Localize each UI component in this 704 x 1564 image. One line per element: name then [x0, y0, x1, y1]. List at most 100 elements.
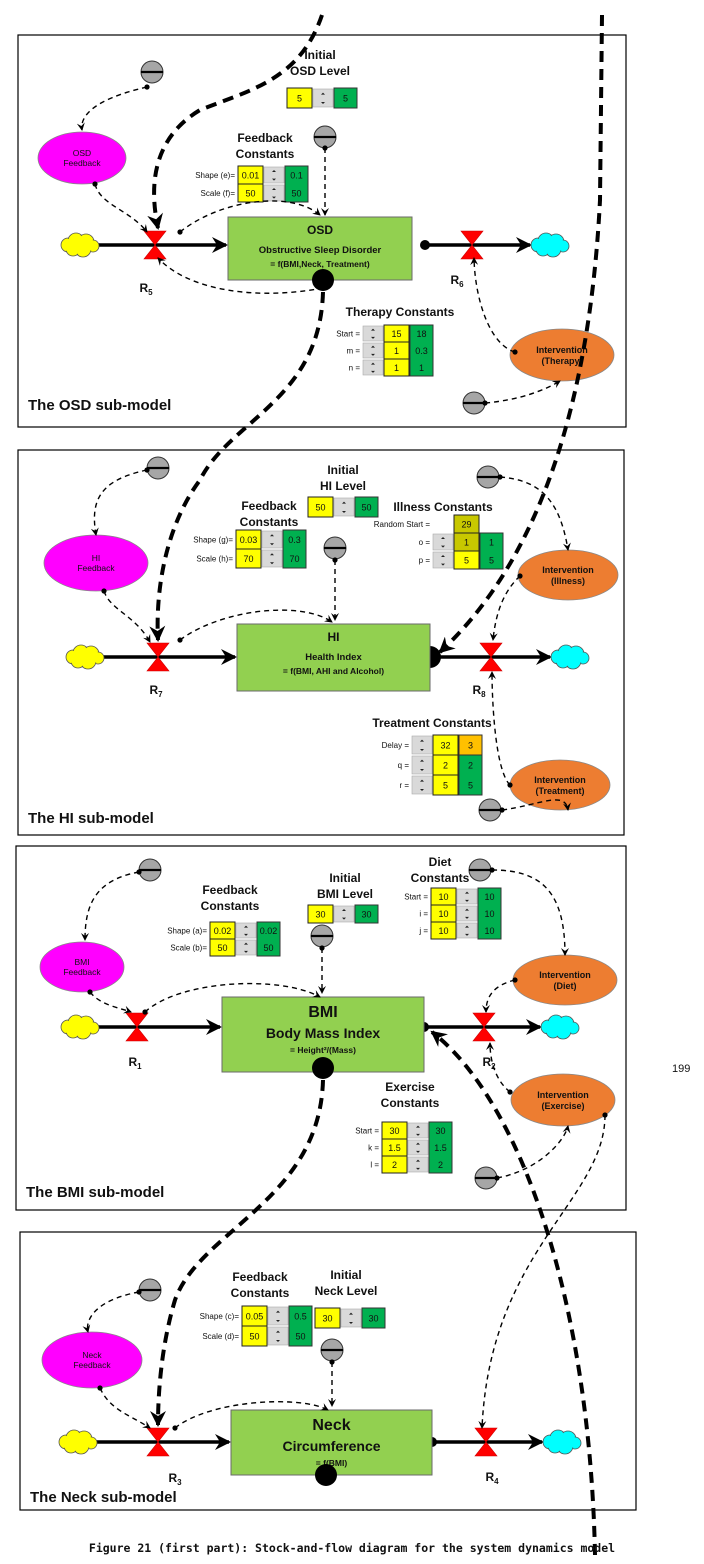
spinner[interactable]: [456, 905, 478, 922]
spinner-box[interactable]: [267, 1326, 289, 1346]
spinner-up-icon[interactable]: [441, 536, 445, 539]
spinner[interactable]: [340, 1308, 362, 1328]
spinner[interactable]: [267, 1326, 289, 1346]
spinner-up-icon[interactable]: [276, 1310, 280, 1313]
input-value-cell[interactable]: [237, 183, 264, 203]
spinner-down-icon[interactable]: [272, 178, 276, 181]
spinner[interactable]: [362, 325, 384, 342]
intervention-node[interactable]: [509, 328, 615, 382]
spinner-up-icon[interactable]: [465, 908, 469, 911]
spinner-box[interactable]: [407, 1139, 429, 1156]
spinner-up-icon[interactable]: [371, 328, 375, 331]
spinner[interactable]: [263, 184, 285, 202]
spinner-down-icon[interactable]: [416, 1133, 420, 1136]
spinner-box[interactable]: [456, 905, 478, 922]
spinner-box[interactable]: [362, 359, 384, 376]
spinner-box[interactable]: [333, 497, 355, 517]
spinner-up-icon[interactable]: [342, 501, 346, 504]
spinner-box[interactable]: [362, 342, 384, 359]
spinner[interactable]: [362, 359, 384, 376]
spinner[interactable]: [362, 342, 384, 359]
spinner[interactable]: [333, 905, 355, 923]
spinner-down-icon[interactable]: [420, 749, 424, 751]
spinner[interactable]: [261, 549, 283, 568]
spinner[interactable]: [407, 1139, 429, 1156]
spinner-down-icon[interactable]: [465, 899, 469, 902]
spinner-down-icon[interactable]: [371, 353, 375, 356]
intervention-node[interactable]: [517, 549, 619, 601]
spinner[interactable]: [312, 88, 334, 108]
spinner-down-icon[interactable]: [420, 769, 424, 771]
input-value-cell[interactable]: [307, 496, 334, 518]
spinner-up-icon[interactable]: [371, 345, 375, 348]
spinner[interactable]: [456, 888, 478, 905]
spinner-down-icon[interactable]: [349, 1322, 353, 1324]
spinner-up-icon[interactable]: [371, 362, 375, 365]
spinner-down-icon[interactable]: [244, 933, 248, 936]
spinner-box[interactable]: [362, 325, 384, 342]
spinner-up-icon[interactable]: [272, 169, 276, 172]
spinner-box[interactable]: [333, 905, 355, 923]
spinner[interactable]: [407, 1156, 429, 1173]
spinner[interactable]: [407, 1122, 429, 1139]
spinner-up-icon[interactable]: [321, 92, 325, 95]
spinner[interactable]: [411, 775, 433, 795]
input-value-cell[interactable]: [307, 904, 334, 924]
spinner-box[interactable]: [340, 1308, 362, 1328]
spinner-up-icon[interactable]: [342, 908, 346, 911]
spinner-box[interactable]: [261, 549, 283, 568]
spinner-down-icon[interactable]: [272, 196, 276, 199]
input-value-cell[interactable]: [286, 87, 313, 109]
input-value-cell[interactable]: [432, 774, 459, 796]
input-value-cell[interactable]: [453, 550, 480, 570]
intervention-node[interactable]: [509, 759, 611, 811]
spinner-box[interactable]: [411, 735, 433, 755]
spinner-down-icon[interactable]: [371, 336, 375, 339]
spinner-down-icon[interactable]: [270, 543, 274, 546]
spinner-down-icon[interactable]: [441, 545, 445, 548]
spinner[interactable]: [432, 533, 454, 551]
input-value-cell[interactable]: [314, 1307, 341, 1329]
spinner-up-icon[interactable]: [416, 1125, 420, 1128]
spinner-box[interactable]: [263, 166, 285, 184]
spinner-box[interactable]: [407, 1156, 429, 1173]
spinner-up-icon[interactable]: [416, 1142, 420, 1145]
spinner[interactable]: [432, 551, 454, 569]
feedback-node[interactable]: [37, 131, 127, 185]
spinner-down-icon[interactable]: [416, 1150, 420, 1153]
spinner-down-icon[interactable]: [244, 950, 248, 953]
spinner-box[interactable]: [261, 530, 283, 549]
spinner-down-icon[interactable]: [416, 1167, 420, 1170]
feedback-node[interactable]: [39, 941, 125, 993]
spinner[interactable]: [333, 497, 355, 517]
spinner-up-icon[interactable]: [420, 759, 424, 762]
spinner-up-icon[interactable]: [244, 925, 248, 928]
spinner-box[interactable]: [432, 533, 454, 551]
spinner[interactable]: [456, 922, 478, 939]
input-value-cell[interactable]: [381, 1155, 408, 1174]
spinner[interactable]: [411, 735, 433, 755]
spinner-up-icon[interactable]: [420, 779, 424, 782]
spinner-up-icon[interactable]: [270, 553, 274, 556]
intervention-node[interactable]: [512, 954, 618, 1006]
spinner-up-icon[interactable]: [441, 554, 445, 557]
spinner-box[interactable]: [456, 888, 478, 905]
spinner-box[interactable]: [235, 939, 257, 956]
spinner-down-icon[interactable]: [342, 511, 346, 513]
input-value-cell[interactable]: [241, 1325, 268, 1347]
spinner-box[interactable]: [267, 1306, 289, 1326]
spinner[interactable]: [235, 939, 257, 956]
spinner[interactable]: [411, 755, 433, 775]
spinner-down-icon[interactable]: [276, 1320, 280, 1322]
spinner-down-icon[interactable]: [276, 1340, 280, 1342]
spinner[interactable]: [263, 166, 285, 184]
spinner-up-icon[interactable]: [420, 739, 424, 742]
spinner-box[interactable]: [235, 922, 257, 939]
spinner-up-icon[interactable]: [416, 1159, 420, 1162]
spinner-box[interactable]: [312, 88, 334, 108]
spinner-box[interactable]: [407, 1122, 429, 1139]
spinner-box[interactable]: [456, 922, 478, 939]
spinner-box[interactable]: [411, 775, 433, 795]
spinner-box[interactable]: [411, 755, 433, 775]
